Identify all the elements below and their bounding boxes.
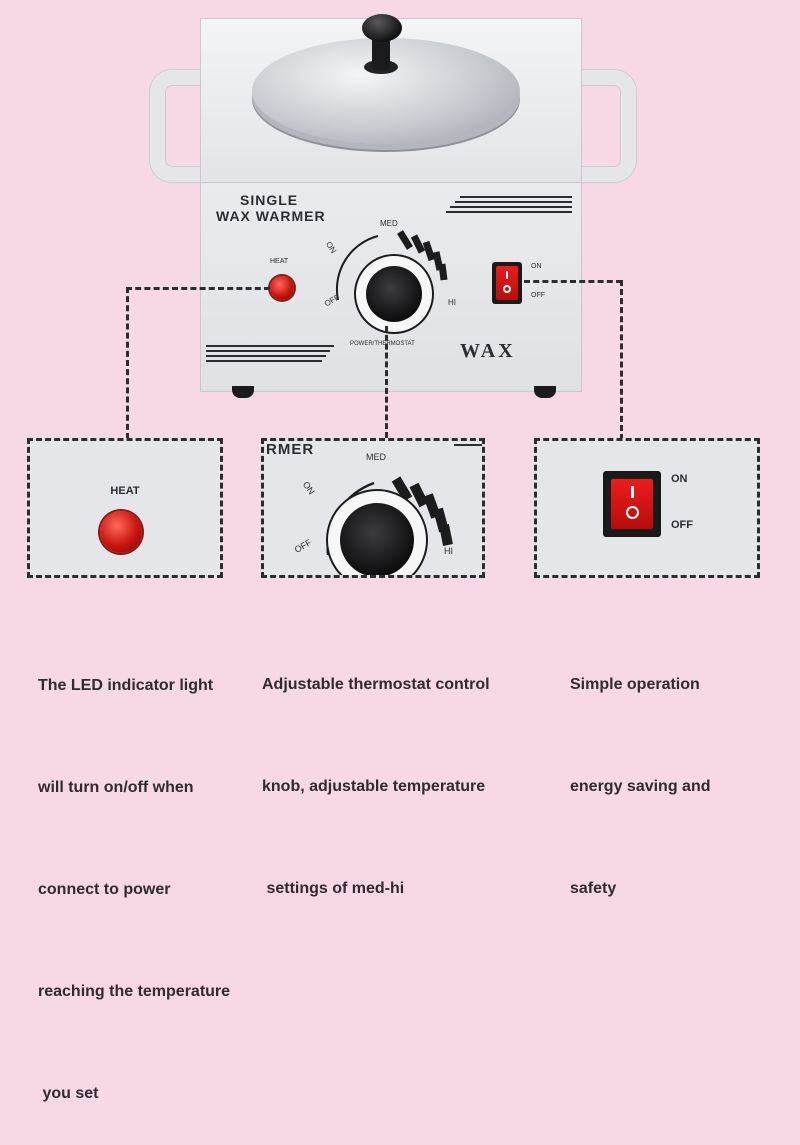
- switch-detail-off-label: OFF: [671, 519, 693, 531]
- switch-off-mark-icon: [503, 285, 511, 293]
- heat-indicator-led: [270, 276, 294, 300]
- led-caption: The LED indicator light will turn on/off…: [38, 601, 230, 1145]
- thermostat-scale: [335, 230, 448, 301]
- right-handle: [566, 70, 636, 182]
- heat-detail-led: [100, 511, 142, 553]
- operation-caption-line: Simple operation: [570, 676, 700, 693]
- led-caption-line: will turn on/off when: [38, 779, 194, 796]
- switch-on-mark-icon: [506, 271, 508, 279]
- switch-off-label: OFF: [531, 292, 545, 299]
- heat-label: HEAT: [270, 258, 289, 265]
- led-caption-line: you set: [38, 1085, 99, 1102]
- power-switch-rocker[interactable]: [496, 266, 518, 300]
- device-foot-left: [232, 386, 254, 398]
- switch-detail-off-mark-icon: [626, 506, 639, 519]
- heat-detail-label: HEAT: [110, 485, 140, 497]
- knob-detail-knob-cap: [340, 503, 414, 575]
- dial-med-label: MED: [380, 219, 398, 228]
- led-caption-line: connect to power: [38, 881, 171, 898]
- switch-detail-on-mark-icon: [631, 486, 634, 498]
- brand-label: WAX: [460, 340, 516, 362]
- switch-on-label: ON: [531, 263, 542, 270]
- knob-detail-hi-label: HI: [444, 546, 453, 556]
- led-caption-line: reaching the temperature: [38, 983, 231, 1000]
- lid-knob-icon: [362, 14, 402, 42]
- knob-detail-med-label: MED: [366, 452, 386, 462]
- thermostat-caption-line: settings of med-hi: [262, 880, 405, 897]
- dial-caption: POWER/THERMOSTAT: [350, 341, 415, 347]
- thermostat-caption: Adjustable thermostat control knob, adju…: [262, 600, 490, 940]
- device-title-line1: SINGLE: [240, 192, 299, 208]
- operation-caption: Simple operation energy saving and safet…: [570, 600, 711, 940]
- thermostat-knob-cap[interactable]: [366, 266, 422, 322]
- device-foot-right: [534, 386, 556, 398]
- knob-detail-panel: RMER ON MED OFF HI: [261, 438, 485, 578]
- dial-hi-label: HI: [448, 298, 456, 307]
- led-caption-line: The LED indicator light: [38, 677, 214, 694]
- thermostat-caption-line: Adjustable thermostat control: [262, 676, 490, 693]
- operation-caption-line: safety: [570, 880, 617, 897]
- thermostat-caption-line: knob, adjustable temperature: [262, 778, 486, 795]
- connector-knob-v: [385, 326, 388, 438]
- knob-detail-partial-title: RMER: [266, 441, 315, 458]
- connector-switch-h: [524, 280, 622, 283]
- switch-detail-panel: ON OFF: [534, 438, 760, 578]
- connector-switch-v: [620, 280, 623, 440]
- connector-heat-v: [126, 287, 129, 439]
- connector-heat-h: [126, 287, 270, 290]
- lid-knob-stem: [372, 34, 390, 70]
- device-title-line2: WAX WARMER: [216, 208, 326, 224]
- operation-caption-line: energy saving and: [570, 778, 711, 795]
- heat-detail-panel: HEAT: [27, 438, 223, 578]
- switch-detail-on-label: ON: [671, 473, 688, 485]
